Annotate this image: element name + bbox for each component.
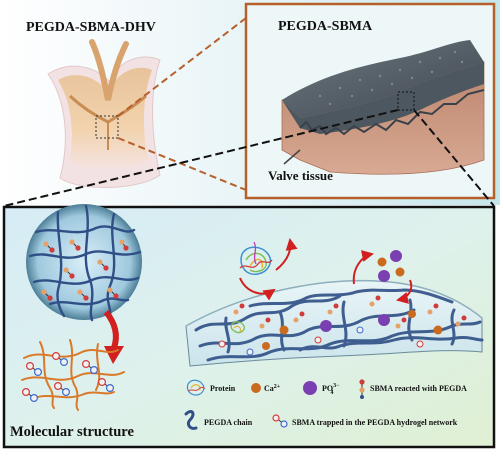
- legend-calcium-icon: [251, 383, 261, 393]
- zoom-red-arrow: [103, 310, 124, 364]
- calcium-particle: [433, 325, 443, 335]
- valve-tissue-label: Valve tissue: [268, 168, 333, 183]
- legend-protein-icon: [186, 379, 206, 396]
- legend-phosphate-label: PO3−4: [322, 383, 340, 396]
- phosphate-particle: [320, 320, 332, 332]
- connector-upper: [117, 17, 247, 117]
- protein-molecule: [239, 241, 273, 276]
- connector-bottom-left: [3, 109, 399, 207]
- legend-calcium-label: Ca2+: [264, 384, 281, 393]
- sbma-pendants: [218, 295, 467, 356]
- valve-tissue-pointer: [283, 149, 301, 165]
- coating-zoom-box: [397, 91, 415, 111]
- legend-pegda-chain-label: PEGDA chain: [204, 418, 253, 427]
- ion-repel-arrow-up: [352, 250, 374, 285]
- valve-zoom-box: [95, 115, 119, 139]
- legend: Protein Ca2+ PO3−4 SBMA reacted with PEG…: [184, 379, 467, 430]
- calcium-particle: [279, 325, 289, 335]
- legend-sbma-trapped-icon: [272, 414, 288, 428]
- ion-cluster: [377, 250, 405, 282]
- connector-bottom-right: [413, 109, 495, 207]
- protein-repel-arrow-up: [275, 238, 298, 271]
- legend-sbma-reacted-icon: [359, 379, 365, 399]
- legend-protein-label: Protein: [210, 384, 236, 393]
- legend-pegda-chain-icon: [184, 410, 198, 430]
- ion-repel-arrow-down: [396, 279, 413, 304]
- protein-repel-arrow-down: [239, 277, 276, 301]
- legend-phosphate-icon: [303, 381, 317, 395]
- calcium-particle: [408, 310, 416, 318]
- top-left-title: PEGDA-SBMA-DHV: [26, 20, 156, 35]
- molecular-structure-label: Molecular structure: [10, 424, 134, 440]
- legend-sbma-reacted-label: SBMA reacted with PEGDA: [370, 384, 467, 393]
- protein-embedded: [230, 321, 246, 334]
- legend-sbma-trapped-label: SBMA trapped in the PEGDA hydrogel netwo…: [292, 418, 458, 427]
- calcium-particle: [262, 342, 270, 350]
- heart-valve-illustration: [47, 39, 161, 188]
- network-sphere: [26, 204, 142, 322]
- molecular-structure-cluster: [21, 339, 125, 411]
- top-right-title: PEGDA-SBMA: [278, 19, 373, 34]
- phosphate-particle: [378, 314, 390, 326]
- connector-lower: [117, 137, 247, 191]
